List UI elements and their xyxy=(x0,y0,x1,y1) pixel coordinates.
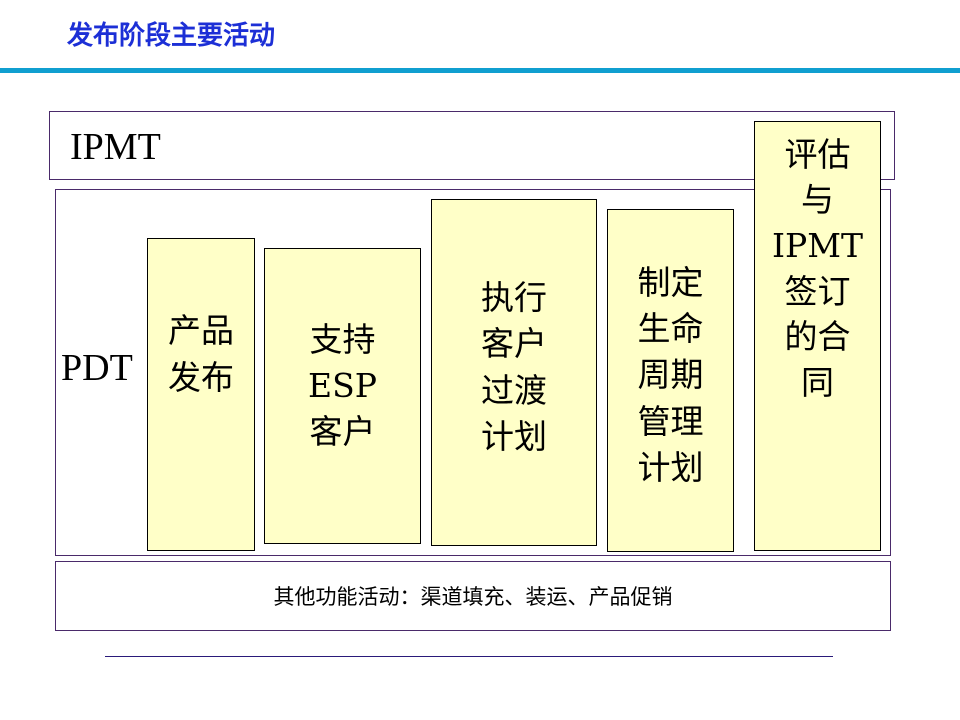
page-title: 发布阶段主要活动 xyxy=(67,21,276,51)
other-functions-band xyxy=(55,561,891,631)
activity-card-label: 执行 客户 过渡 计划 xyxy=(481,278,547,456)
pdt-label: PDT xyxy=(61,347,133,389)
activity-card-ipmt-contract: 评估 与 IPMT 签订 的合 同 xyxy=(754,121,881,551)
activity-card-support-esp: 支持 ESP 客户 xyxy=(264,248,421,544)
activity-card-lifecycle-plan: 制定 生命 周期 管理 计划 xyxy=(607,209,734,552)
title-divider xyxy=(0,68,960,73)
activity-card-product-release: 产品 发布 xyxy=(147,238,255,551)
activity-card-label: 产品 发布 xyxy=(168,311,234,397)
other-functions-label: 其他功能活动：渠道填充、装运、产品促销 xyxy=(273,585,673,609)
activity-card-label: 制定 生命 周期 管理 计划 xyxy=(637,263,704,487)
activity-card-label: 支持 ESP 客户 xyxy=(308,319,377,452)
activity-card-label: 评估 与 IPMT 签订 的合 同 xyxy=(771,134,864,402)
footer-divider xyxy=(105,656,833,657)
activity-card-transition-plan: 执行 客户 过渡 计划 xyxy=(431,199,597,546)
ipmt-label: IPMT xyxy=(70,126,161,168)
